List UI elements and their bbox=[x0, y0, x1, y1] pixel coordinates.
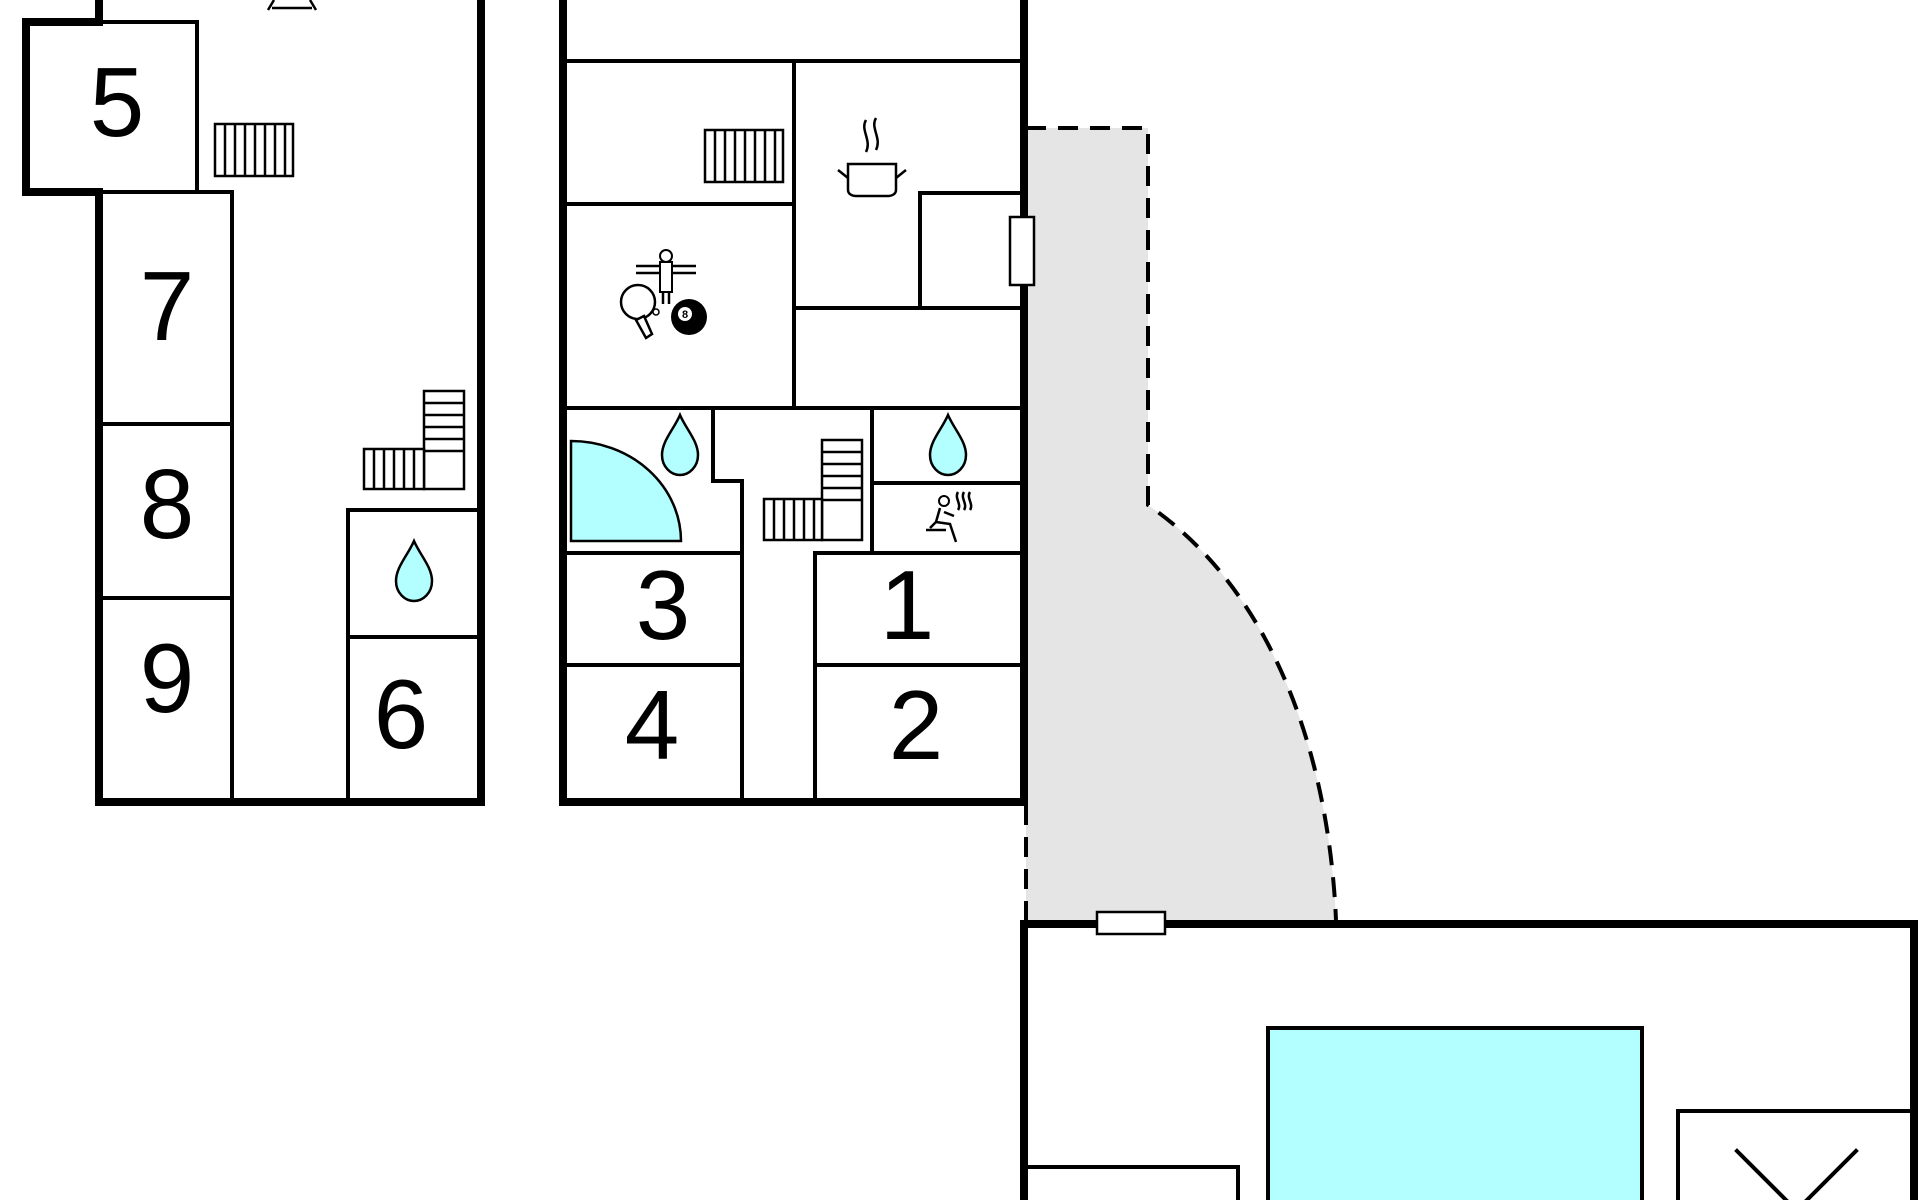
room-label-2: 2 bbox=[889, 670, 944, 780]
radiator-icon bbox=[703, 128, 785, 184]
terrace bbox=[1026, 128, 1336, 920]
middle-building: 8 3 4 1 2 bbox=[559, 0, 1036, 806]
room-label-9: 9 bbox=[140, 623, 195, 733]
room-label-4: 4 bbox=[625, 670, 680, 780]
room-label-5: 5 bbox=[90, 47, 145, 157]
room-label-1: 1 bbox=[880, 550, 935, 660]
foosball-icon bbox=[636, 249, 696, 304]
left-building: 5 7 8 9 6 bbox=[22, 0, 485, 806]
room-label-3: 3 bbox=[636, 550, 691, 660]
room-label-7: 7 bbox=[140, 251, 195, 361]
furniture-icon bbox=[266, 0, 318, 11]
staircase-icon bbox=[762, 438, 864, 542]
pool-icon bbox=[569, 439, 683, 543]
terrace-outline bbox=[1026, 126, 1338, 921]
cooking-pot-icon bbox=[837, 117, 907, 198]
radiator-icon bbox=[213, 122, 295, 178]
sauna-icon bbox=[926, 491, 973, 543]
shower-icon bbox=[1734, 1148, 1859, 1200]
window-icon bbox=[1095, 910, 1167, 936]
table-tennis-icon bbox=[619, 283, 660, 340]
lower-building bbox=[1020, 910, 1918, 1200]
window-icon bbox=[1008, 215, 1036, 287]
water-drop-icon bbox=[394, 539, 434, 603]
room-label-6: 6 bbox=[374, 659, 429, 769]
svg-text:8: 8 bbox=[682, 309, 688, 321]
pool-icon bbox=[1266, 1026, 1644, 1200]
staircase-icon bbox=[362, 389, 466, 491]
water-drop-icon bbox=[660, 413, 700, 477]
billiard-ball-icon: 8 bbox=[671, 299, 707, 335]
water-drop-icon bbox=[928, 413, 968, 477]
room-label-8: 8 bbox=[140, 449, 195, 559]
